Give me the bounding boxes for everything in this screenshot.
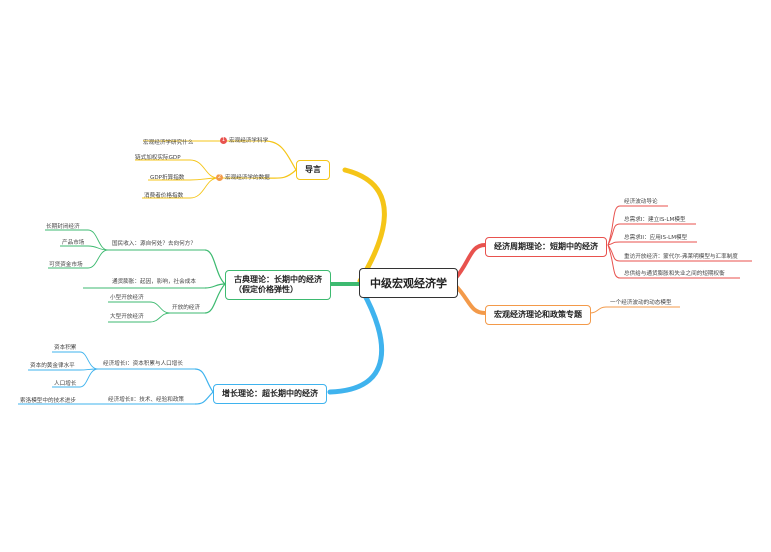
branch-policy[interactable]: 宏观经济理论和政策专题	[485, 305, 591, 325]
classical-leaf[interactable]: 长期封闭经济	[46, 224, 80, 230]
branch-classical[interactable]: 古典理论：长期中的经济 （假定价格弹性）	[225, 270, 331, 300]
branch-intro[interactable]: 导言	[296, 160, 330, 180]
classical-leaf[interactable]: 可贷资金市场	[49, 262, 83, 268]
intro-leaf[interactable]: 链式加权实际GDP	[135, 155, 181, 161]
intro-leaf[interactable]: 消费者价格指数	[144, 193, 184, 199]
root-topic[interactable]: 中级宏观经济学	[359, 268, 458, 298]
growth-leaf[interactable]: 索洛模型中的技术进步	[20, 398, 76, 404]
classical-leaf[interactable]: 产品市场	[62, 240, 85, 246]
intro-leaf[interactable]: 宏观经济学研究什么	[143, 140, 194, 146]
cycle-leaf[interactable]: 经济波动导论	[624, 199, 658, 205]
priority-2-badge: 2	[216, 174, 223, 181]
classical-leaf[interactable]: 小型开放经济	[110, 295, 144, 301]
growth-leaf[interactable]: 资本的黄金律水平	[30, 363, 75, 369]
classical-leaf[interactable]: 大型开放经济	[110, 314, 144, 320]
classical-sub-open[interactable]: 开放的经济	[172, 305, 200, 311]
branch-cycle[interactable]: 经济周期理论：短期中的经济	[485, 237, 607, 257]
cycle-leaf[interactable]: 重访开放经济：蒙代尔-弗莱明模型与汇率制度	[624, 254, 738, 260]
growth-sub-2[interactable]: 经济增长II：技术、经验和政策	[108, 397, 185, 403]
growth-sub-1[interactable]: 经济增长I：资本积累与人口增长	[103, 361, 183, 367]
branch-growth[interactable]: 增长理论：超长期中的经济	[213, 384, 327, 404]
priority-1-badge: 1	[220, 137, 227, 144]
cycle-leaf[interactable]: 总需求II：应用IS-LM模型	[624, 235, 688, 241]
policy-leaf[interactable]: 一个经济波动的动态模型	[610, 300, 672, 306]
classical-sub-inflation[interactable]: 通货膨胀：起因，影响，社会成本	[112, 279, 196, 285]
growth-leaf[interactable]: 资本积累	[54, 345, 77, 351]
classical-sub-income[interactable]: 国民收入：源自何处？去向何方？	[112, 241, 196, 247]
intro-leaf[interactable]: GDP折算指数	[150, 175, 185, 181]
growth-leaf[interactable]: 人口增长	[54, 381, 77, 387]
cycle-leaf[interactable]: 总供给与通货膨胀和失业之间的短期权衡	[624, 271, 725, 277]
cycle-leaf[interactable]: 总需求I：建立IS-LM模型	[624, 217, 686, 223]
